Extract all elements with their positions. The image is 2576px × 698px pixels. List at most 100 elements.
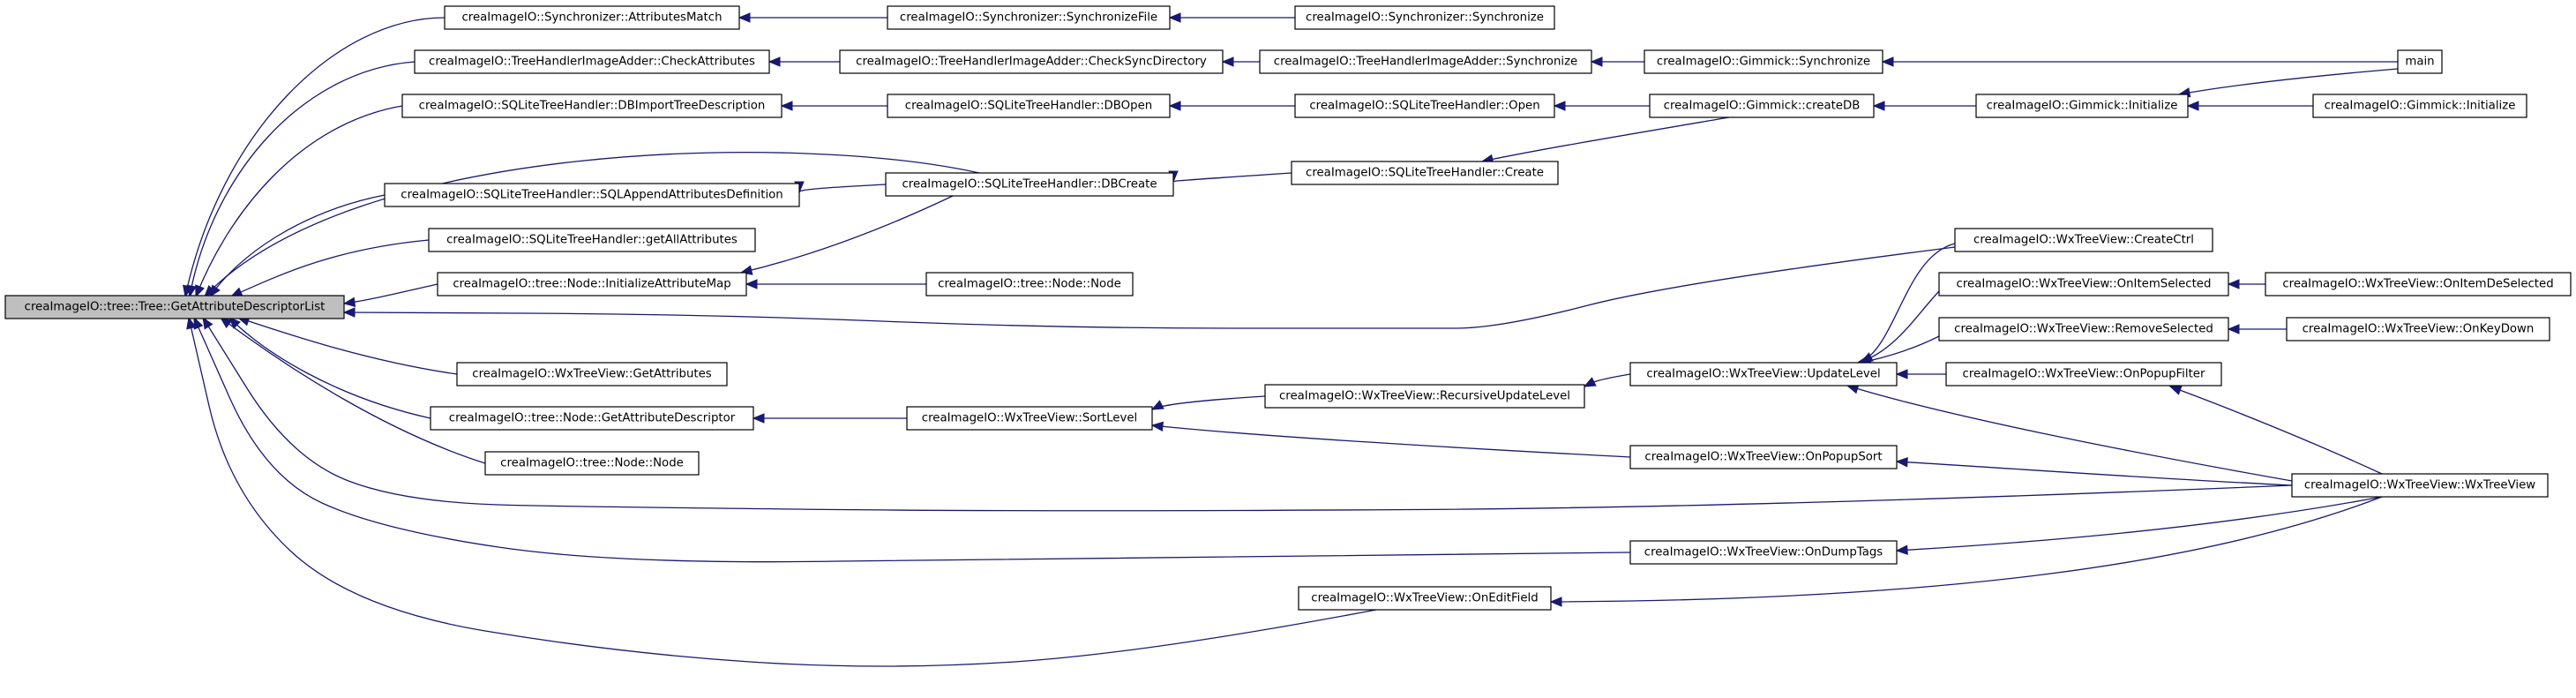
node-box [1629, 445, 1898, 469]
node-label: creaImageIO::WxTreeView::RemoveSelected [1954, 323, 2213, 336]
node-label: creaImageIO::tree::Node::InitializeAttri… [453, 278, 730, 291]
graph-node[interactable]: creaImageIO::Gimmick::Initialize [1975, 94, 2189, 118]
node-label: creaImageIO::WxTreeView::OnDumpTags [1644, 546, 1883, 559]
node-label: creaImageIO::Gimmick::Initialize [2325, 100, 2516, 113]
call-edge [186, 61, 416, 298]
node-label: creaImageIO::Gimmick::Synchronize [1657, 56, 1870, 69]
graph-node[interactable]: creaImageIO::Gimmick::createDB [1649, 94, 1875, 118]
node-box [1938, 272, 2229, 296]
graph-node[interactable]: creaImageIO::Synchronizer::AttributesMat… [444, 5, 740, 30]
call-edge [193, 316, 1631, 563]
node-label: creaImageIO::WxTreeView::WxTreeView [2304, 479, 2535, 492]
graph-node[interactable]: creaImageIO::tree::Node::Node [484, 451, 700, 476]
node-box [1294, 94, 1555, 118]
graph-node[interactable]: creaImageIO::Gimmick::Synchronize [1644, 49, 1883, 74]
graph-node[interactable]: creaImageIO::WxTreeView::OnPopupSort [1629, 445, 1898, 469]
graph-node[interactable]: creaImageIO::WxTreeView::RecursiveUpdate… [1264, 384, 1585, 409]
arrowhead-icon [342, 307, 356, 318]
node-box [428, 228, 756, 252]
graph-node[interactable]: creaImageIO::WxTreeView::OnKeyDown [2286, 317, 2550, 341]
graph-node[interactable]: creaImageIO::tree::Node::Node [925, 272, 1134, 296]
graph-node[interactable]: creaImageIO::SQLiteTreeHandler::Open [1294, 94, 1555, 118]
arrowhead-icon [1168, 12, 1181, 23]
edge-line [209, 194, 386, 297]
graph-node[interactable]: creaImageIO::SQLiteTreeHandler::DBImport… [401, 94, 783, 118]
edge-line [1550, 496, 2383, 603]
graph-node[interactable]: creaImageIO::WxTreeView::SortLevel [906, 406, 1153, 431]
graph-node[interactable]: creaImageIO::WxTreeView::OnItemDeSelecte… [2265, 272, 2572, 296]
node-box [887, 94, 1171, 118]
edge-line [2169, 386, 2383, 475]
arrowhead-icon [768, 56, 781, 67]
graph-node[interactable]: creaImageIO::TreeHandlerImageAdder::Sync… [1259, 49, 1592, 74]
call-edge [1590, 56, 1644, 67]
node-box [444, 5, 740, 30]
arrowhead-icon [1168, 101, 1181, 111]
graph-node[interactable]: creaImageIO::TreeHandlerImageAdder::Chec… [414, 49, 770, 74]
graph-node[interactable]: creaImageIO::tree::Node::InitializeAttri… [437, 272, 747, 296]
call-edge [209, 194, 386, 298]
graph-node[interactable]: creaImageIO::SQLiteTreeHandler::Create [1291, 161, 1559, 185]
edge-line [1846, 385, 2293, 482]
call-edge [1854, 335, 1940, 367]
graph-node[interactable]: creaImageIO::SQLiteTreeHandler::DBCreate [885, 172, 1174, 197]
node-label: creaImageIO::Synchronizer::Synchronize [1306, 11, 1544, 25]
root-node[interactable]: creaImageIO::tree::Tree::GetAttributeDes… [4, 295, 345, 319]
node-label: creaImageIO::Synchronizer::AttributesMat… [461, 11, 722, 25]
arrowhead-icon [193, 316, 204, 330]
graph-node[interactable]: main [2397, 49, 2443, 74]
call-edge [745, 279, 926, 289]
node-box [401, 94, 783, 118]
node-label: creaImageIO::WxTreeView::RecursiveUpdate… [1279, 390, 1570, 403]
graph-node[interactable]: creaImageIO::SQLiteTreeHandler::DBOpen [887, 94, 1171, 118]
call-edge [1150, 421, 1631, 458]
arrowhead-icon [342, 296, 356, 308]
node-label: creaImageIO::SQLiteTreeHandler::DBImport… [419, 100, 766, 113]
graph-node[interactable]: creaImageIO::SQLiteTreeHandler::SQLAppen… [384, 183, 800, 207]
node-label: creaImageIO::WxTreeView::OnPopupSort [1644, 451, 1882, 464]
node-box [2397, 49, 2443, 74]
graph-node[interactable]: creaImageIO::WxTreeView::GetAttributes [456, 362, 728, 387]
node-label: creaImageIO::TreeHandlerImageAdder::Sync… [1274, 56, 1577, 69]
node-box [1629, 362, 1898, 387]
node-label: creaImageIO::SQLiteTreeHandler::SQLAppen… [401, 189, 783, 202]
arrowhead-icon [780, 101, 793, 111]
graph-node[interactable]: creaImageIO::WxTreeView::RemoveSelected [1938, 317, 2229, 341]
call-edge [229, 239, 430, 297]
graph-node[interactable]: creaImageIO::WxTreeView::UpdateLevel [1629, 362, 1898, 387]
arrowhead-icon [1872, 101, 1885, 111]
edge-line [1172, 172, 1292, 183]
node-layer: creaImageIO::tree::Tree::GetAttributeDes… [4, 5, 2572, 611]
graph-node[interactable]: creaImageIO::WxTreeView::WxTreeView [2291, 473, 2549, 498]
arrowhead-icon [1221, 56, 1234, 67]
node-box [1298, 586, 1552, 611]
graph-node[interactable]: creaImageIO::SQLiteTreeHandler::getAllAt… [428, 228, 756, 252]
node-box [1291, 161, 1559, 185]
graph-node[interactable]: creaImageIO::Synchronizer::SynchronizeFi… [887, 5, 1171, 30]
arrowhead-icon [2227, 324, 2240, 334]
edge-line [228, 317, 431, 419]
call-edge [780, 101, 887, 111]
graph-node[interactable]: creaImageIO::WxTreeView::CreateCtrl [1954, 228, 2213, 252]
arrowhead-icon [738, 12, 751, 23]
edge-line [1151, 424, 1631, 458]
edge-line [1151, 395, 1266, 410]
graph-node[interactable]: creaImageIO::TreeHandlerImageAdder::Chec… [839, 49, 1224, 74]
edge-line [798, 184, 887, 193]
graph-node[interactable]: creaImageIO::Synchronizer::Synchronize [1294, 5, 1555, 30]
call-edge [186, 316, 1377, 667]
call-edge [1480, 116, 1730, 164]
graph-node[interactable]: creaImageIO::WxTreeView::OnDumpTags [1629, 540, 1898, 565]
node-box [2286, 317, 2550, 341]
call-edge [1895, 496, 2383, 555]
graph-node[interactable]: creaImageIO::Gimmick::Initialize [2312, 94, 2527, 118]
call-edge [1881, 56, 2398, 67]
edge-line [184, 17, 446, 297]
graph-node[interactable]: creaImageIO::WxTreeView::OnPopupFilter [1945, 362, 2222, 387]
graph-node[interactable]: creaImageIO::WxTreeView::OnEditField [1298, 586, 1552, 611]
call-edge [202, 316, 2293, 512]
edge-line [189, 61, 416, 297]
graph-node[interactable]: creaImageIO::WxTreeView::OnItemSelected [1938, 272, 2229, 296]
graph-node[interactable]: creaImageIO::tree::Node::GetAttributeDes… [430, 406, 754, 431]
node-box [4, 295, 345, 319]
